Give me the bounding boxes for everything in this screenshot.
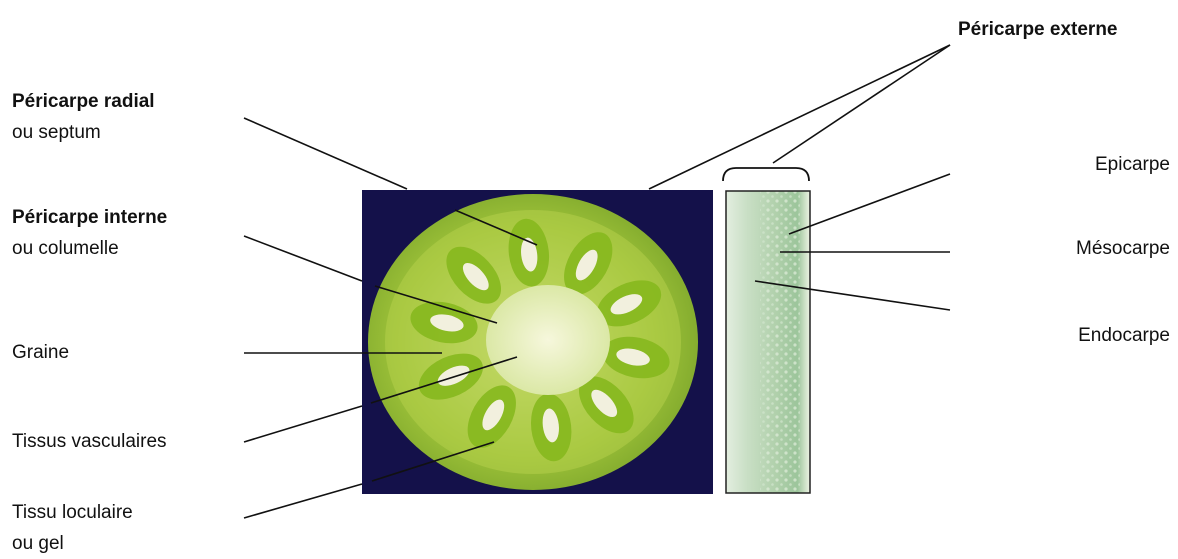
leader-vasc-1	[244, 406, 362, 442]
leader-epicarpe	[789, 174, 950, 234]
label-pericarpe-radial-line2: ou septum	[12, 117, 155, 148]
label-tissus-vasculaires: Tissus vasculaires	[12, 426, 167, 457]
columella	[486, 285, 610, 395]
label-pericarpe-interne-line1: Péricarpe interne	[12, 202, 167, 233]
label-tissu-loculaire: Tissu loculaire ou gel	[12, 497, 133, 559]
leader-interne-1	[244, 236, 362, 281]
pericarp-detail-photo	[723, 168, 810, 493]
pericarp-bracket	[723, 168, 809, 181]
label-pericarpe-radial: Péricarpe radial ou septum	[12, 86, 155, 148]
label-pericarpe-radial-line1: Péricarpe radial	[12, 86, 155, 117]
label-graine: Graine	[12, 337, 69, 368]
leader-externe-2	[773, 45, 950, 163]
label-tissu-loculaire-line2: ou gel	[12, 528, 133, 559]
label-pericarpe-interne-line2: ou columelle	[12, 233, 167, 264]
cell-texture	[760, 191, 800, 493]
label-tissu-loculaire-line1: Tissu loculaire	[12, 497, 133, 528]
tomato-photo	[362, 190, 713, 494]
label-pericarpe-externe: Péricarpe externe	[958, 14, 1118, 45]
label-pericarpe-interne: Péricarpe interne ou columelle	[12, 202, 167, 264]
label-mesocarpe: Mésocarpe	[1076, 233, 1170, 264]
label-endocarpe: Endocarpe	[1078, 320, 1170, 351]
leader-radial-1	[244, 118, 407, 189]
leader-loculaire-1	[244, 484, 362, 518]
label-epicarpe: Epicarpe	[1095, 149, 1170, 180]
